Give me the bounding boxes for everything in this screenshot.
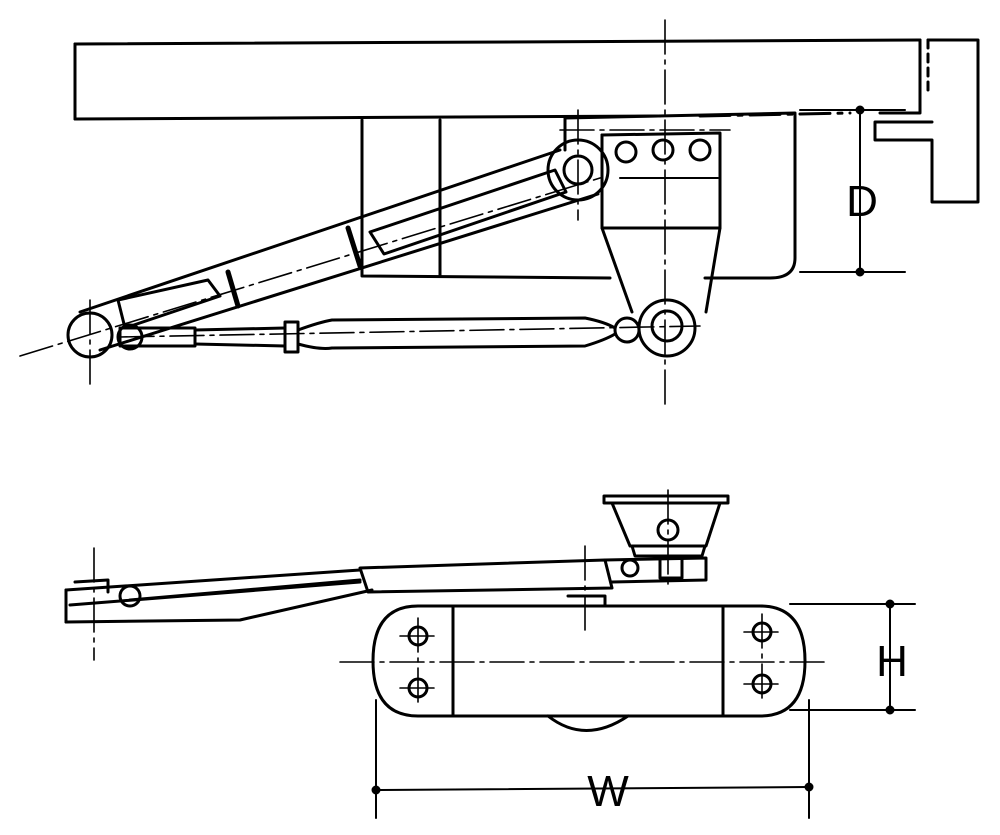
mounting-bracket [600,131,722,358]
rod-end-joint [613,316,641,344]
bolt-hole [688,138,712,162]
dimension-label-w: W [587,767,629,816]
closer-body-side [371,604,807,732]
main-arm [66,138,610,359]
dimension-label-d: D [846,177,878,226]
center-lines-top [19,19,731,409]
bolt-hole [651,138,675,162]
center-lines-side [93,489,831,707]
side-arm [64,556,708,624]
dimension-label-h: H [876,637,908,686]
door-frame-profile [873,38,980,204]
side-view [64,489,916,819]
pivot-boss [637,298,697,358]
bolt-hole [614,140,638,164]
dimension-h [789,599,916,715]
dimension-d [799,105,906,277]
closer-body-top [360,111,797,280]
dimension-w [371,699,814,819]
door-leaf [73,38,922,121]
top-view [19,19,980,409]
forearm-rod [116,316,641,354]
